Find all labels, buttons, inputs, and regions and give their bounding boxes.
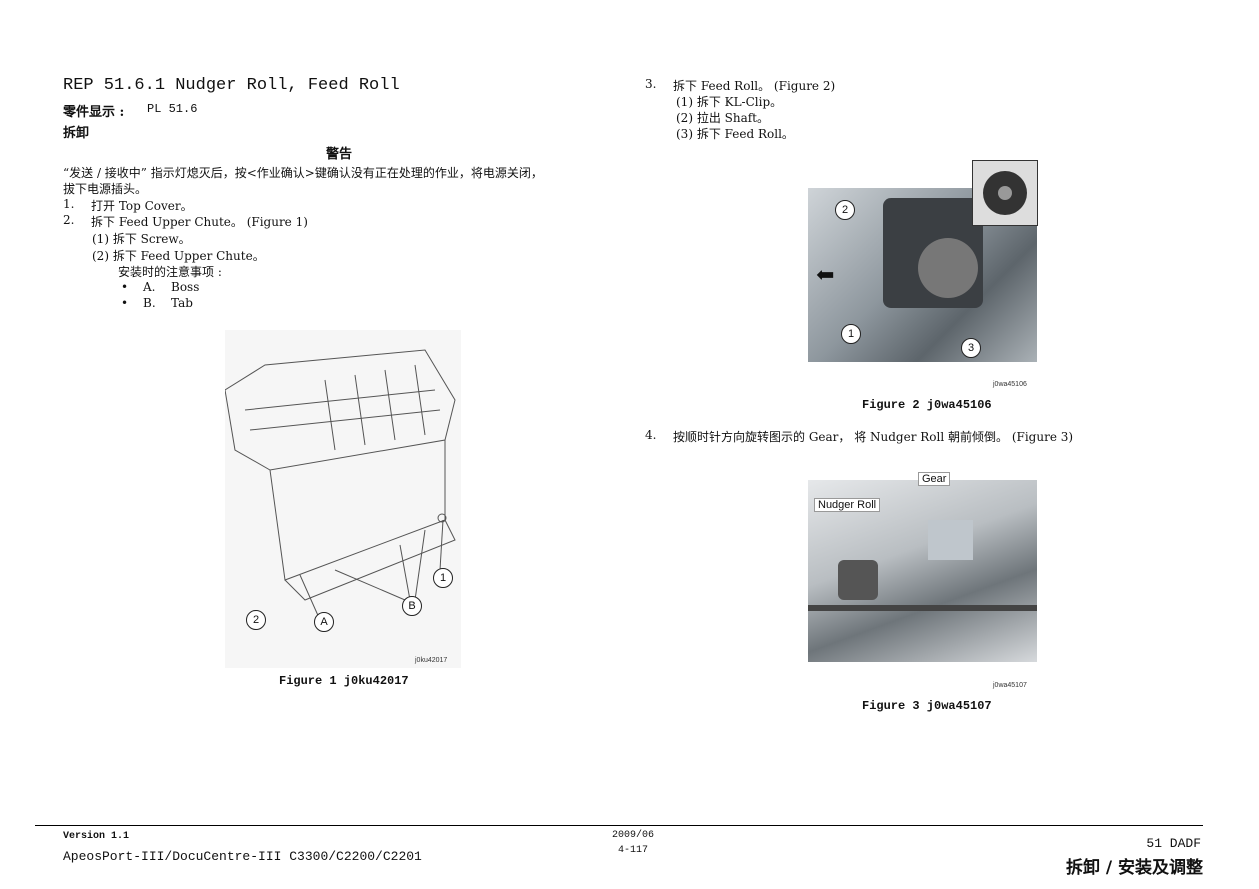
bullet-key: B. — [143, 296, 156, 310]
step-number: 2. — [63, 213, 75, 227]
footer-divider — [35, 825, 1203, 826]
step-number: 1. — [63, 197, 75, 211]
figure-3-caption: Figure 3 j0wa45107 — [862, 699, 992, 713]
footer-model: ApeosPort-III/DocuCentre-III C3300/C2200… — [63, 849, 422, 864]
callout-1: 1 — [841, 324, 861, 344]
figure-2-inset — [972, 160, 1038, 226]
substep: (1) 拆下 KL-Clip。 — [676, 95, 783, 109]
figure-id: j0wa45106 — [993, 381, 1027, 388]
substep: (2) 拆下 Feed Upper Chute。 — [92, 249, 265, 263]
footer-date: 2009/06 — [612, 830, 655, 841]
footer-chapter: 51 DADF — [1146, 836, 1201, 851]
footer-page-number: 4-117 — [618, 845, 649, 856]
nudger-roll-label: Nudger Roll — [814, 498, 881, 512]
parts-value: PL 51.6 — [147, 102, 198, 116]
figure-id: j0ku42017 — [415, 657, 448, 664]
section-heading: 拆卸 — [63, 126, 90, 141]
step-text: 拆下 Feed Upper Chute。 (Figure 1) — [91, 215, 308, 229]
figure-1-drawing: 1 2 A B j0ku42017 — [224, 330, 461, 668]
callout-2: 2 — [246, 610, 266, 630]
figure-id: j0wa45107 — [993, 682, 1027, 689]
bullet: • — [121, 280, 129, 294]
bullet-key: A. — [143, 280, 156, 294]
page-title: REP 51.6.1 Nudger Roll, Feed Roll — [63, 76, 400, 95]
arrow-left-icon: ⬅ — [816, 263, 835, 288]
warning-text: “发送 / 接收中” 指示灯熄灭后，按<作业确认>键确认没有正在处理的作业，将电… — [63, 166, 543, 180]
warning-title: 警告 — [326, 147, 353, 162]
parts-label: 零件显示 : — [63, 105, 125, 120]
step-text: 拆下 Feed Roll。 (Figure 2) — [673, 79, 836, 93]
step-number: 3. — [645, 77, 657, 91]
figure-2-photo: ⬅ 2 1 3 — [808, 188, 1037, 362]
callout-a: A — [314, 612, 334, 632]
install-note: 安装时的注意事项 : — [118, 265, 222, 279]
substep: (2) 拉出 Shaft。 — [676, 111, 769, 125]
figure-2-caption: Figure 2 j0wa45106 — [862, 398, 992, 412]
callout-1: 1 — [433, 568, 453, 588]
footer-version: Version 1.1 — [63, 831, 130, 842]
figure-1-caption: Figure 1 j0ku42017 — [279, 674, 409, 688]
gear-label: Gear — [918, 472, 951, 486]
bullet-value: Boss — [171, 280, 200, 294]
callout-b: B — [402, 596, 422, 616]
figure-3-photo: Gear Nudger Roll — [808, 472, 1037, 662]
substep: (3) 拆下 Feed Roll。 — [676, 127, 794, 141]
warning-text-2: 拔下电源插头。 — [63, 182, 148, 196]
callout-2: 2 — [835, 200, 855, 220]
step-text: 按顺时针方向旋转图示的 Gear， 将 Nudger Roll 朝前倾倒。 (F… — [673, 430, 1074, 444]
bullet-value: Tab — [171, 296, 193, 310]
footer-section: 拆卸 / 安装及调整 — [1065, 858, 1203, 878]
substep: (1) 拆下 Screw。 — [92, 232, 191, 246]
bullet: • — [121, 296, 129, 310]
step-text: 打开 Top Cover。 — [91, 199, 193, 213]
callout-3: 3 — [961, 338, 981, 358]
step-number: 4. — [645, 428, 657, 442]
